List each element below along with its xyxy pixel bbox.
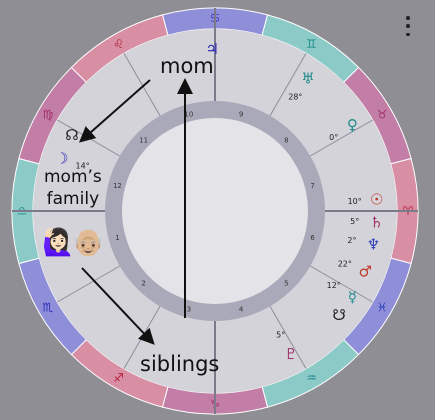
planet-degree-moon: 14° — [76, 161, 90, 170]
sign-glyph-taurus: ♉ — [377, 108, 388, 122]
house-number-5: 5 — [284, 279, 288, 287]
planet-degree-pluto: 5° — [276, 331, 285, 340]
planet-degree-sun: 10° — [348, 197, 362, 206]
house-number-10: 10 — [184, 110, 193, 118]
planet-glyph-south-node: ☋ — [332, 306, 345, 324]
house-cusp-line — [57, 265, 120, 303]
planet-glyph-pluto: ♇ — [284, 345, 297, 363]
annotation-moms-family-line1: mom’s — [44, 167, 102, 187]
house-number-7: 7 — [310, 182, 314, 190]
arrow-to-siblings — [81, 267, 155, 345]
sign-glyph-aquarius: ♒ — [306, 371, 317, 385]
planet-glyph-sun: ☉ — [370, 191, 383, 209]
house-number-11: 11 — [139, 137, 148, 145]
sign-glyph-sagittarius: ♐ — [113, 371, 124, 385]
planet-glyph-moon: ☽ — [55, 149, 68, 167]
planet-degree-saturn: 5° — [350, 217, 359, 226]
sign-glyph-scorpio: ♏ — [42, 301, 53, 315]
house-number-3: 3 — [187, 306, 191, 314]
inner-circle — [122, 118, 308, 304]
house-number-4: 4 — [239, 306, 244, 314]
more-options-icon[interactable] — [403, 16, 413, 36]
annotation-moms-family-line2: family — [46, 189, 100, 209]
sign-glyph-pisces: ♓ — [377, 301, 388, 315]
planet-glyphs: ♃ ♅ 28° ♀ 0° ☉ 10° ♄ 5° ♆ 2° ♂ 22° ☿ 12° ☋ ♇ 5° ☽ 14° ☊ — [55, 40, 383, 363]
house-number-9: 9 — [239, 110, 243, 118]
sign-glyph-virgo: ♍ — [42, 108, 53, 122]
annotation-siblings: siblings — [140, 352, 220, 376]
planet-degree-mars: 22° — [338, 259, 352, 268]
house-number-12: 12 — [113, 182, 122, 190]
house-number-2: 2 — [141, 279, 145, 287]
house-cusp-line — [310, 265, 373, 303]
arrow-to-moms-family — [79, 79, 151, 143]
house-cusp-line — [269, 306, 307, 369]
sign-glyph-leo: ♌ — [113, 37, 124, 51]
planet-glyph-jupiter: ♃ — [205, 40, 218, 58]
house-number-8: 8 — [284, 137, 288, 145]
house-cusp-line — [269, 53, 307, 116]
annotation-mom: mom — [160, 54, 214, 78]
planet-degree-mercury: 12° — [327, 281, 341, 290]
planet-glyph-mars: ♂ — [358, 263, 371, 281]
planet-glyph-saturn: ♄ — [370, 213, 383, 231]
planet-degree-neptune: 2° — [347, 236, 356, 245]
planet-degree-venus: 0° — [329, 133, 338, 142]
planet-glyph-venus: ♀ — [347, 116, 358, 134]
house-number-1: 1 — [115, 234, 119, 242]
planet-degree-uranus: 28° — [288, 92, 302, 101]
planet-glyph-neptune: ♆ — [367, 236, 380, 254]
house-number-6: 6 — [310, 234, 315, 242]
house-cusp-line — [123, 53, 161, 116]
annotation-arrows — [79, 78, 193, 345]
planet-glyph-north-node: ☊ — [65, 126, 78, 144]
sign-glyph-gemini: ♊ — [306, 37, 317, 51]
house-cusp-line — [310, 119, 373, 157]
planet-glyph-uranus: ♅ — [301, 69, 314, 87]
annotation-moms-family: mom’s family — [44, 166, 102, 210]
planet-glyph-mercury: ☿ — [348, 288, 357, 306]
annotation-emoji: 🙋🏻‍♀️👴🏼 — [42, 228, 105, 258]
